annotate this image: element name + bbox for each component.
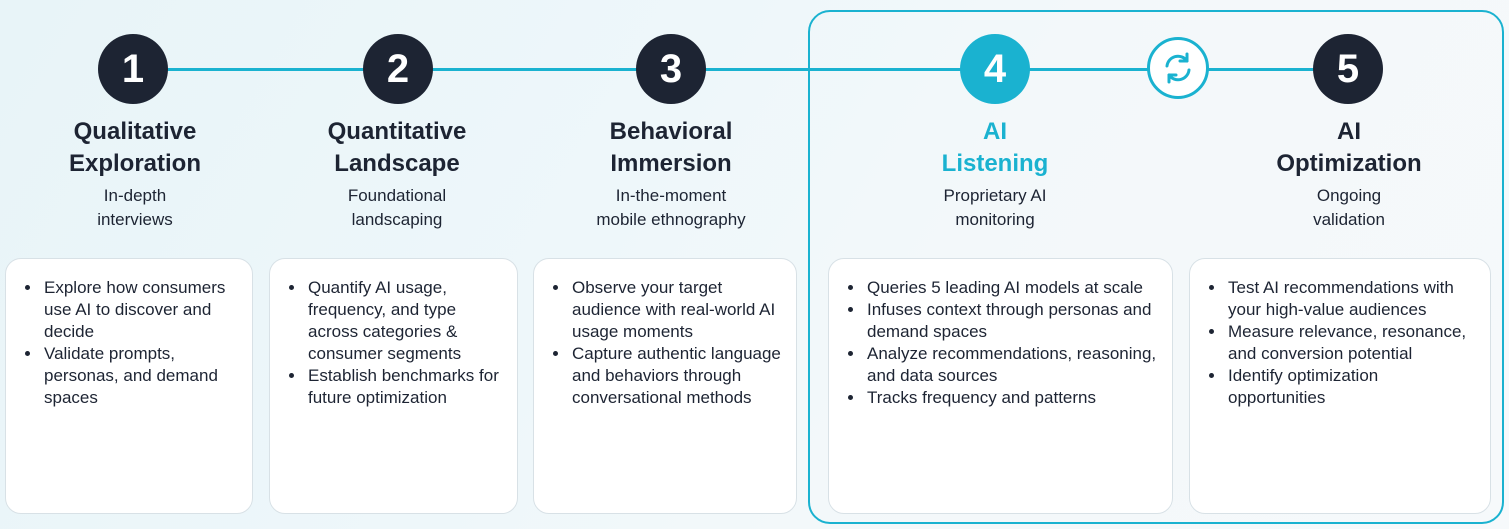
step-3-bullet: Observe your target audience with real-w… [570, 277, 782, 343]
step-2-bullet: Quantify AI usage, frequency, and type a… [306, 277, 503, 365]
step-4-header: AI Listening Proprietary AI monitoring [870, 116, 1120, 232]
step-4-bullet: Infuses context through personas and dem… [865, 299, 1158, 343]
step-4-subtitle: Proprietary AI monitoring [943, 186, 1047, 229]
step-3-bullet-list: Observe your target audience with real-w… [548, 277, 782, 409]
step-1-bullet: Validate prompts, personas, and demand s… [42, 343, 238, 409]
step-5-card: Test AI recommendations with your high-v… [1189, 258, 1491, 514]
refresh-cycle-icon [1147, 37, 1209, 99]
step-3-title: Behavioral Immersion [609, 118, 733, 177]
step-4-bullet: Tracks frequency and patterns [865, 387, 1158, 409]
step-4-bullet: Analyze recommendations, reasoning, and … [865, 343, 1158, 387]
step-1-bullet-list: Explore how consumers use AI to discover… [20, 277, 238, 409]
step-3-card: Observe your target audience with real-w… [533, 258, 797, 514]
step-2-card: Quantify AI usage, frequency, and type a… [269, 258, 518, 514]
step-2-number-badge: 2 [363, 34, 433, 104]
step-5-number-badge: 5 [1313, 34, 1383, 104]
step-1-card: Explore how consumers use AI to discover… [5, 258, 253, 514]
step-4-number-badge: 4 [960, 34, 1030, 104]
step-5-bullet: Test AI recommendations with your high-v… [1226, 277, 1476, 321]
step-2-bullet-list: Quantify AI usage, frequency, and type a… [284, 277, 503, 409]
step-3-bullet: Capture authentic language and behaviors… [570, 343, 782, 409]
refresh-cycle-icon-graphic [1165, 52, 1191, 84]
step-5-subtitle: Ongoing validation [1313, 186, 1385, 229]
step-5-header: AI Optimization Ongoing validation [1224, 116, 1474, 232]
step-3-header: Behavioral Immersion In-the-moment mobil… [546, 116, 796, 232]
step-3-subtitle: In-the-moment mobile ethnography [596, 186, 746, 229]
step-4-bullet-list: Queries 5 leading AI models at scale Inf… [843, 277, 1158, 409]
step-5-bullet-list: Test AI recommendations with your high-v… [1204, 277, 1476, 409]
step-4-bullet: Queries 5 leading AI models at scale [865, 277, 1158, 299]
step-2-subtitle: Foundational landscaping [347, 186, 447, 229]
step-5-title: AI Optimization [1276, 118, 1422, 177]
step-4-title: AI Listening [941, 118, 1049, 177]
timeline-connector-line [133, 68, 1348, 71]
step-5-bullet: Measure relevance, resonance, and conver… [1226, 321, 1476, 365]
step-1-title: Qualitative Exploration [68, 118, 201, 177]
step-4-card: Queries 5 leading AI models at scale Inf… [828, 258, 1173, 514]
step-2-title: Quantitative Landscape [327, 118, 467, 177]
step-2-bullet: Establish benchmarks for future optimiza… [306, 365, 503, 409]
step-2-header: Quantitative Landscape Foundational land… [272, 116, 522, 232]
step-1-header: Qualitative Exploration In-depth intervi… [10, 116, 260, 232]
ai-steps-highlight-frame [808, 10, 1504, 524]
step-1-number-badge: 1 [98, 34, 168, 104]
step-5-bullet: Identify optimization opportunities [1226, 365, 1476, 409]
step-3-number-badge: 3 [636, 34, 706, 104]
step-1-subtitle: In-depth interviews [97, 186, 173, 229]
step-1-bullet: Explore how consumers use AI to discover… [42, 277, 238, 343]
